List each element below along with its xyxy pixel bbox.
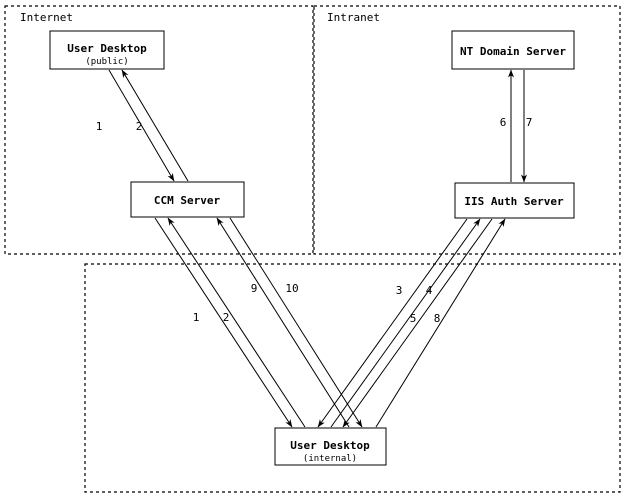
- flow-arrow-8-internal-to-iis: [375, 218, 506, 428]
- node-iis-auth-server[interactable]: IIS Auth Server: [454, 182, 575, 219]
- flow-arrows: [108, 69, 527, 428]
- step-label-3: 3: [396, 284, 403, 297]
- node-title-iis-auth-server: IIS Auth Server: [464, 195, 564, 208]
- step-label-6: 6: [500, 116, 507, 129]
- flow-arrow-9-ccm-to-internal: [229, 217, 363, 428]
- node-ccm-server[interactable]: CCM Server: [130, 181, 245, 218]
- node-title-user-desktop-public: User Desktop: [67, 42, 147, 55]
- flow-arrow-5-iis-to-internal: [342, 218, 493, 428]
- node-subtitle-user-desktop-internal: (internal): [303, 454, 357, 464]
- node-subtitle-user-desktop-public: (public): [85, 57, 128, 67]
- step-label-1-public: 1: [96, 120, 103, 133]
- flow-arrow-4-internal-to-iis: [330, 218, 481, 428]
- step-label-4: 4: [426, 284, 433, 297]
- node-box-nt-domain-server[interactable]: [451, 30, 575, 70]
- flow-arrow-1-ccm-to-internal: [154, 217, 293, 428]
- zone-label-internet: Internet: [20, 11, 73, 24]
- flow-arrow-3-iis-to-internal: [317, 218, 468, 428]
- node-user-desktop-public[interactable]: User Desktop (public): [49, 30, 165, 70]
- step-label-2-public: 2: [136, 120, 143, 133]
- node-box-user-desktop-internal[interactable]: [274, 427, 387, 466]
- node-boxes: User Desktop (public) CCM Server NT Doma…: [49, 30, 575, 466]
- step-label-10: 10: [285, 282, 298, 295]
- node-nt-domain-server[interactable]: NT Domain Server: [451, 30, 575, 70]
- node-box-ccm-server[interactable]: [130, 181, 245, 218]
- node-title-ccm-server: CCM Server: [154, 194, 221, 207]
- node-box-iis-auth-server[interactable]: [454, 182, 575, 219]
- node-title-nt-domain-server: NT Domain Server: [460, 45, 566, 58]
- step-label-5: 5: [410, 312, 417, 325]
- flow-arrow-1-public-to-ccm: [108, 69, 175, 182]
- step-label-2-internal: 2: [223, 311, 230, 324]
- node-title-user-desktop-internal: User Desktop: [290, 439, 370, 452]
- step-label-1-internal: 1: [193, 311, 200, 324]
- flow-step-labels: 1 2 1 2 3 4 5 8 6 7 9 10: [96, 116, 533, 325]
- node-user-desktop-internal[interactable]: User Desktop (internal): [274, 427, 387, 466]
- flow-arrow-2-ccm-to-public: [121, 69, 189, 182]
- flow-arrow-2-internal-to-ccm: [167, 217, 306, 428]
- zone-intranet-border: [313, 5, 621, 255]
- flow-arrow-10-internal-to-ccm: [216, 217, 350, 428]
- step-label-8: 8: [434, 312, 441, 325]
- zone-internal-lan-border: [84, 263, 621, 493]
- zone-label-intranet: Intranet: [327, 11, 380, 24]
- step-label-7: 7: [526, 116, 533, 129]
- node-box-user-desktop-public[interactable]: [49, 30, 165, 70]
- zone-internet-border: [4, 5, 314, 255]
- zone-boundaries: Internet Intranet: [4, 5, 621, 493]
- step-label-9: 9: [251, 282, 258, 295]
